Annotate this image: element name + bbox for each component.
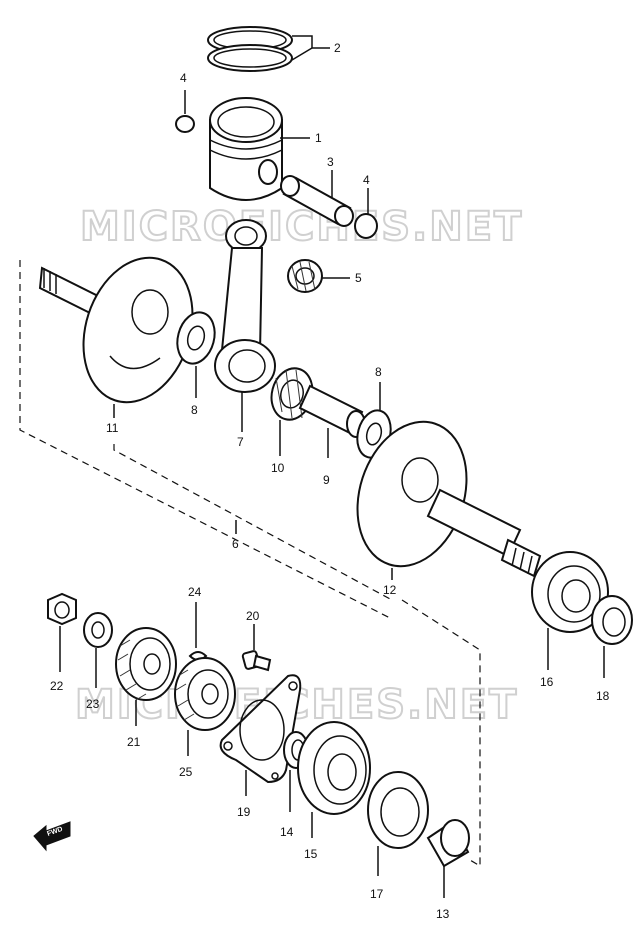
callout-1: 1: [315, 131, 322, 145]
callout-22: 22: [50, 679, 64, 693]
callout-6: 6: [232, 537, 239, 551]
callout-12: 12: [383, 583, 397, 597]
crank-bearing-15: [297, 721, 371, 815]
callout-19: 19: [237, 805, 251, 819]
nut-22: [47, 592, 77, 626]
small-end-bearing: [287, 259, 323, 293]
callout-17: 17: [370, 887, 384, 901]
callout-14: 14: [280, 825, 294, 839]
bolt-20: [241, 650, 272, 672]
callout-3: 3: [327, 155, 334, 169]
callout-21: 21: [127, 735, 141, 749]
piston-rings: [207, 26, 293, 72]
callout-4-right: 4: [363, 173, 370, 187]
callout-13: 13: [436, 907, 450, 921]
circlip-right: [354, 213, 378, 239]
crank-half-right: [356, 420, 542, 578]
piston: [209, 97, 283, 201]
primary-gear-21: [115, 627, 177, 701]
oil-seal-18: [591, 595, 633, 645]
callout-9: 9: [323, 473, 330, 487]
fwd-arrow-icon: FWD: [33, 821, 71, 852]
callout-4-left: 4: [180, 71, 187, 85]
callout-24: 24: [188, 585, 202, 599]
callout-20: 20: [246, 609, 260, 623]
crank-pin: [298, 384, 366, 438]
thrust-washer-left: [176, 311, 216, 365]
drive-gear-25: [174, 657, 236, 731]
retainer-plate-19: [219, 674, 302, 784]
callout-8-right: 8: [375, 365, 382, 379]
washer-23: [83, 612, 113, 648]
callout-10: 10: [271, 461, 285, 475]
callout-25: 25: [179, 765, 193, 779]
leader-2: [292, 35, 330, 49]
assembly-bracket-6: [19, 260, 391, 619]
assembly-bracket-right: [401, 599, 481, 868]
callout-8-left: 8: [191, 403, 198, 417]
watermark-top: MICROFICHES.NET: [80, 204, 523, 250]
oil-seal-17: [367, 771, 429, 849]
collar-13: [426, 819, 470, 868]
circlip-left: [175, 115, 195, 133]
crank-bearing-16: [531, 551, 609, 633]
callout-23: 23: [86, 697, 100, 711]
assembly-bracket-11-12: [113, 444, 393, 601]
crank-half-left: [38, 256, 194, 404]
piston-pin: [280, 175, 354, 227]
callout-16: 16: [540, 675, 554, 689]
callout-18: 18: [596, 689, 610, 703]
callout-15: 15: [304, 847, 318, 861]
connecting-rod: [214, 219, 276, 393]
callout-2: 2: [334, 41, 341, 55]
callout-11: 11: [106, 421, 119, 435]
callout-7: 7: [237, 435, 244, 449]
callout-5: 5: [355, 271, 362, 285]
